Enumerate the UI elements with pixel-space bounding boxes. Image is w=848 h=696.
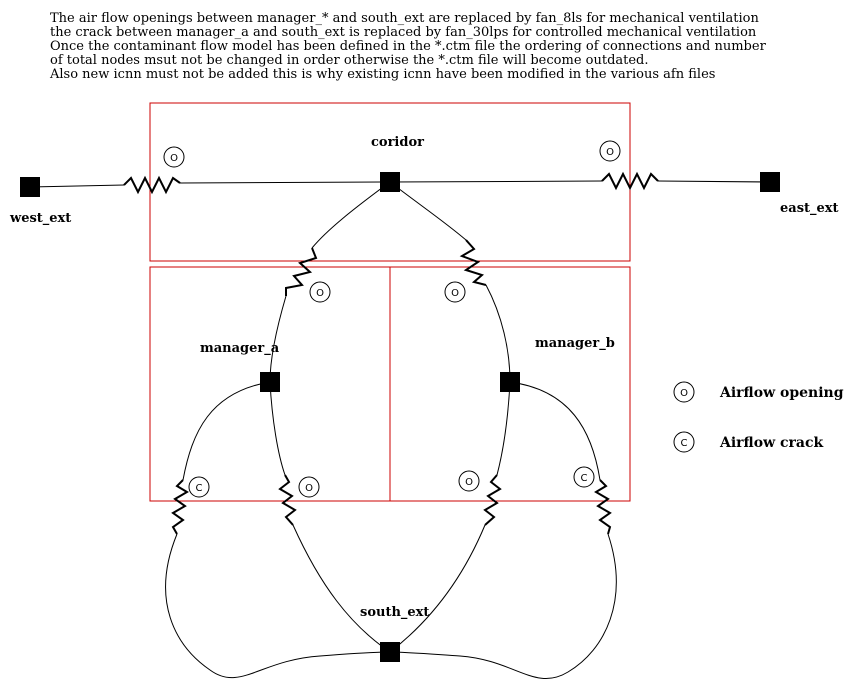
link-manager-b-south-crack-bottom	[389, 533, 617, 679]
svg-text:O: O	[680, 388, 688, 399]
link-east-right	[657, 180, 771, 183]
coridor-manager-a-zigzag	[285, 247, 318, 296]
svg-text:O: O	[305, 483, 313, 494]
south-ext-node	[380, 642, 400, 662]
link-coridor-manager-a-top	[311, 181, 391, 249]
coridor-manager-b-zigzag	[459, 239, 487, 286]
legend-opening-label: Airflow opening	[719, 385, 844, 401]
notes-block: The air flow openings between manager_* …	[49, 11, 767, 82]
coridor-zone	[149, 102, 631, 262]
manager-a-label: manager_a	[200, 341, 280, 356]
west-ext-node	[20, 177, 40, 197]
manager-b-zone	[389, 266, 631, 502]
opening-marker-manager-a-south: O	[298, 476, 320, 498]
svg-text:O: O	[451, 288, 459, 299]
south-ext-label: south_ext	[360, 605, 429, 620]
link-manager-a-south-opening-top	[269, 381, 286, 476]
link-coridor-manager-b-bottom	[485, 284, 511, 383]
link-east-left	[389, 180, 603, 183]
manager-a-south-crack-zigzag	[171, 479, 189, 535]
west-crack-zigzag	[123, 175, 181, 195]
svg-text:O: O	[170, 153, 178, 164]
svg-text:O: O	[465, 477, 473, 488]
link-west-left	[29, 184, 125, 188]
svg-text:C: C	[581, 473, 588, 484]
link-manager-a-south-crack-top	[182, 381, 271, 481]
east-crack-zigzag	[601, 171, 659, 191]
manager-b-south-crack-zigzag	[594, 479, 612, 535]
opening-marker-coridor-manager-a: O	[309, 281, 331, 303]
connections	[29, 180, 771, 679]
legend-crack-symbol: C	[673, 431, 695, 453]
note-line-2: the crack between manager_a and south_ex…	[50, 25, 757, 40]
east-ext-label: east_ext	[780, 201, 839, 216]
crack-marker-manager-b-south: C	[573, 466, 595, 488]
note-line-1: The air flow openings between manager_* …	[50, 11, 759, 26]
manager-b-label: manager_b	[535, 336, 615, 351]
note-line-3: Once the contaminant flow model has been…	[50, 39, 767, 54]
west-ext-label: west_ext	[9, 211, 71, 226]
svg-text:C: C	[681, 438, 688, 449]
link-coridor-manager-b-top	[389, 181, 467, 241]
coridor-node	[380, 172, 400, 192]
nodes	[20, 172, 780, 662]
opening-marker-west: O	[163, 146, 185, 168]
legend-opening-symbol: O	[673, 381, 695, 403]
link-manager-a-south-opening-bottom	[292, 524, 391, 653]
svg-text:O: O	[606, 147, 614, 158]
link-west-right	[179, 181, 391, 184]
node-labels: west_ext east_ext coridor manager_a mana…	[9, 135, 839, 620]
manager-b-node	[500, 372, 520, 392]
opening-marker-coridor-manager-b: O	[444, 281, 466, 303]
svg-text:C: C	[196, 483, 203, 494]
coridor-label: coridor	[371, 135, 424, 150]
component-markers: O O O O C O O C	[163, 140, 621, 498]
link-manager-a-south-crack-bottom	[165, 533, 391, 679]
svg-text:O: O	[316, 288, 324, 299]
link-manager-b-south-opening-bottom	[389, 524, 486, 653]
flow-components	[123, 171, 659, 535]
manager-a-south-opening-zigzag	[278, 474, 297, 526]
manager-a-node	[260, 372, 280, 392]
opening-marker-manager-b-south: O	[458, 470, 480, 492]
link-manager-b-south-crack-top	[509, 381, 601, 481]
opening-marker-east: O	[599, 140, 621, 162]
legend-crack-label: Airflow crack	[719, 435, 823, 451]
link-manager-b-south-opening-top	[496, 381, 511, 476]
crack-marker-manager-a-south: C	[188, 476, 210, 498]
legend: O Airflow opening C Airflow crack	[673, 381, 844, 453]
manager-b-south-opening-zigzag	[483, 474, 502, 526]
link-coridor-manager-a-bottom	[269, 295, 287, 383]
note-line-4: of total nodes msut not be changed in or…	[50, 53, 649, 68]
east-ext-node	[760, 172, 780, 192]
note-line-5: Also new icnn must not be added this is …	[49, 67, 715, 82]
